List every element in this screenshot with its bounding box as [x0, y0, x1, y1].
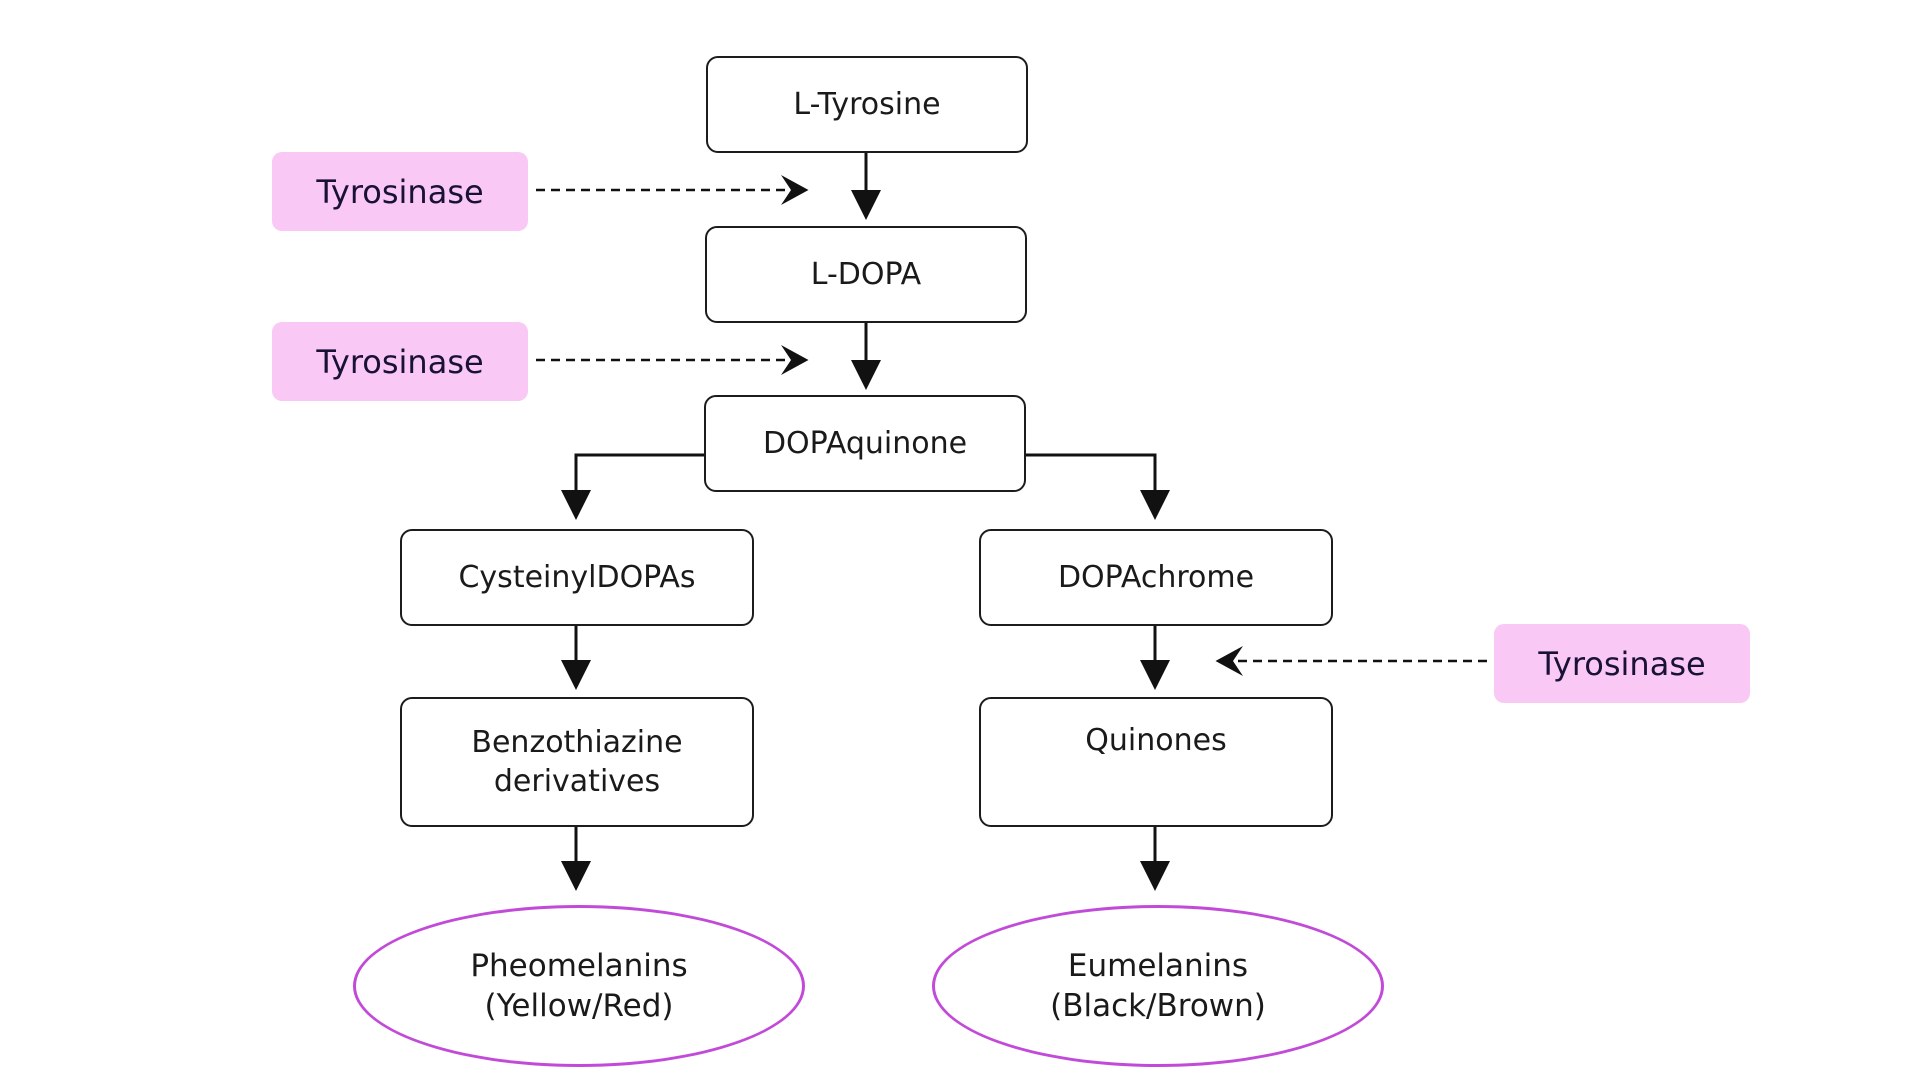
pheomelanins-name: Pheomelanins: [470, 947, 688, 984]
l-tyrosine-node: L-Tyrosine: [706, 56, 1028, 153]
pheomelanins-color: (Yellow/Red): [484, 988, 674, 1024]
tyrosinase-label-1: Tyrosinase: [272, 152, 528, 231]
arrow-dopaquinone-to-cysteinyldopas: [561, 453, 706, 520]
benzothiazine-label-line1: Benzothiazine: [471, 725, 683, 760]
quinones-node: Quinones: [979, 697, 1333, 827]
eumelanins-color: (Black/Brown): [1050, 988, 1266, 1024]
dopachrome-node: DOPAchrome: [979, 529, 1333, 626]
pheomelanins-product: Pheomelanins (Yellow/Red): [353, 905, 805, 1067]
eumelanins-product: Eumelanins (Black/Brown): [932, 905, 1384, 1067]
eumelanins-name: Eumelanins: [1067, 947, 1249, 984]
benzothiazine-label-line2: derivatives: [493, 764, 661, 799]
arrow-dopaquinone-to-dopachrome: [1026, 453, 1170, 520]
benzothiazine-derivatives-node: Benzothiazine derivatives: [400, 697, 754, 827]
l-dopa-node: L-DOPA: [705, 226, 1027, 323]
cysteinyldopas-node: CysteinylDOPAs: [400, 529, 754, 626]
dopaquinone-node: DOPAquinone: [704, 395, 1026, 492]
tyrosinase-label-2: Tyrosinase: [272, 322, 528, 401]
tyrosinase-label-3: Tyrosinase: [1494, 624, 1750, 703]
